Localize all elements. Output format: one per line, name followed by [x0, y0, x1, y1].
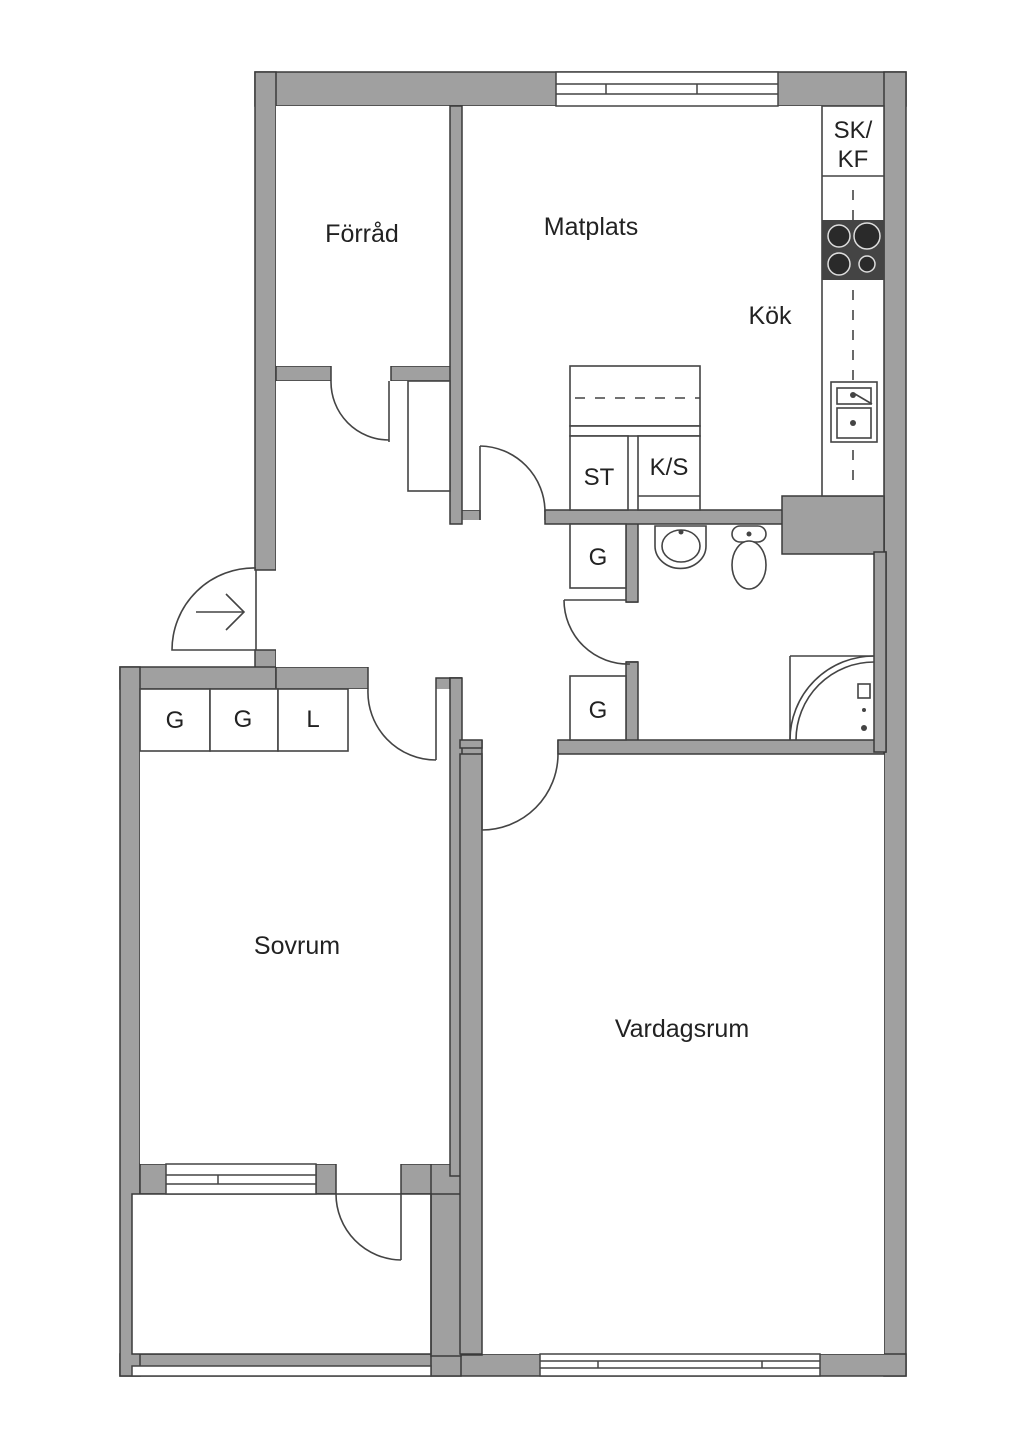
label-kf: KF [838, 146, 869, 173]
label-sk: SK/ [834, 117, 873, 144]
label-wardrobe-g1: G [166, 707, 185, 734]
wall-living-left-full [459, 753, 483, 1355]
room-floors [132, 106, 884, 1354]
wall-left-step [119, 666, 277, 690]
wall-bath-left-line-b [625, 661, 639, 753]
windows [131, 71, 821, 1377]
kitchen-sink [830, 381, 878, 443]
floor-balcony [132, 1194, 431, 1354]
stove [822, 220, 884, 280]
hall-closet [407, 380, 451, 492]
floor-living [482, 754, 884, 1354]
kitchen-table [569, 365, 701, 427]
ks-cabinet [637, 435, 701, 511]
door-balcony [335, 1193, 402, 1261]
balcony-rail [131, 1365, 432, 1377]
wall-left-upper [254, 71, 277, 571]
g-closet-upper [569, 523, 627, 589]
window-bedroom [165, 1163, 317, 1195]
wall-right [883, 71, 907, 1377]
label-vardagsrum: Vardagsrum [615, 1015, 749, 1043]
kitchen-cabinets-bottom [569, 425, 701, 437]
wall-kitchen-bath-line [544, 509, 785, 525]
wall-bedroom-bottom-a [139, 1163, 169, 1195]
doors [171, 380, 638, 1261]
wall-bath-left-line-a [625, 519, 639, 603]
wall-living-left-line [459, 739, 483, 749]
st-cabinet [569, 435, 629, 511]
label-g-lower: G [589, 697, 608, 724]
window-kitchen [555, 71, 779, 107]
wall-storage-bottom-a [275, 365, 332, 382]
floor-bedroom [140, 689, 450, 1164]
wall-storage-right-line [449, 105, 463, 525]
wall-balcony-right-line [430, 1193, 462, 1357]
label-g-upper: G [589, 544, 608, 571]
label-wardrobe-g2: G [234, 706, 253, 733]
partitions [430, 105, 887, 1357]
wall-bath-right-line [873, 551, 887, 753]
wall-bedroom-top-a [275, 666, 369, 690]
window-living [539, 1353, 821, 1377]
label-kok: Kök [748, 302, 792, 330]
label-forrad: Förråd [325, 220, 399, 248]
label-st: ST [584, 464, 615, 491]
door-bathroom [563, 599, 638, 665]
wall-bedroom-bottom-b [315, 1163, 337, 1195]
door-kitchen [479, 445, 546, 520]
door-bedroom [367, 688, 437, 761]
bathroom-sink [654, 525, 707, 570]
shower [789, 655, 875, 741]
toilet [731, 525, 767, 590]
label-wardrobe-l: L [306, 706, 319, 733]
door-storage [330, 380, 390, 442]
wall-chimney-line [781, 495, 885, 555]
door-entrance [171, 567, 257, 651]
wall-bath-bottom-line [557, 739, 885, 755]
door-living [481, 753, 559, 831]
label-matplats: Matplats [544, 213, 638, 241]
wardrobes [139, 688, 349, 752]
label-ks: K/S [650, 454, 689, 481]
label-sovrum: Sovrum [254, 932, 340, 960]
g-closet-lower [569, 675, 627, 741]
floor-storage [276, 106, 450, 366]
